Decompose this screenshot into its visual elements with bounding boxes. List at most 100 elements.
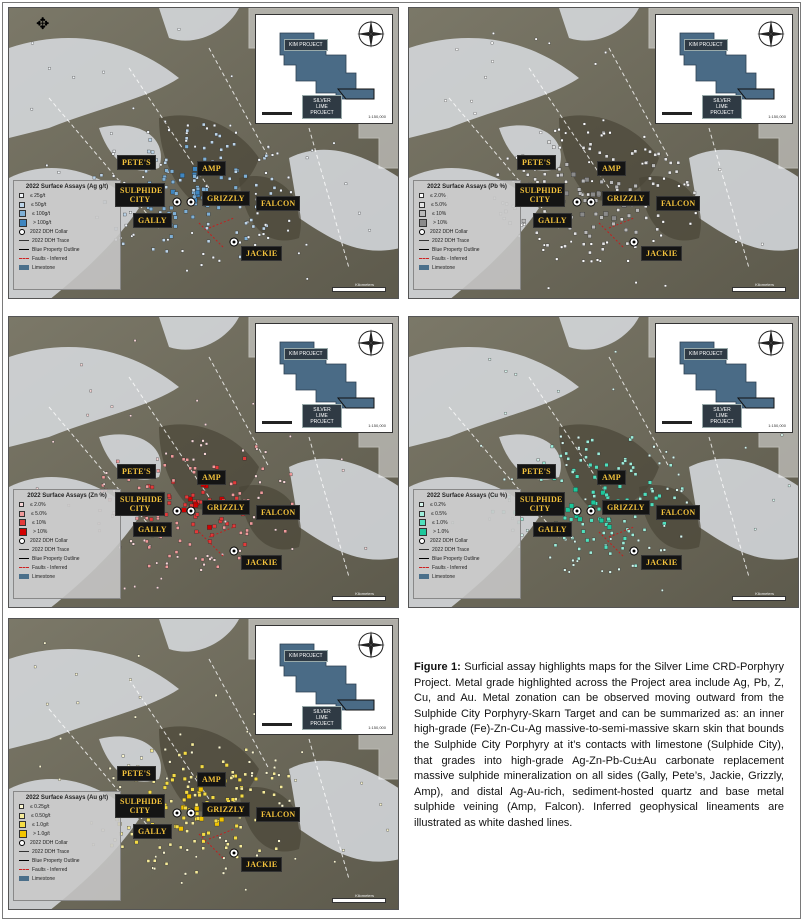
property-outline-line-icon bbox=[419, 558, 429, 559]
legend-class-row: > 10% bbox=[19, 527, 115, 536]
target-label-jackie: JACKIE bbox=[241, 555, 283, 570]
legend-trace-row: 2022 DDH Trace bbox=[19, 847, 115, 856]
legend-outline-row: Blue Property Outline bbox=[419, 245, 515, 254]
legend-collar-label: 2022 DDH Collar bbox=[430, 228, 468, 235]
silver-lime-project-label: SILVER LIME PROJECT bbox=[302, 706, 342, 730]
legend-class-row: ≤ 0.25g/t bbox=[19, 802, 115, 811]
limestone-swatch bbox=[419, 265, 429, 270]
legend-class-label: ≤ 5.0% bbox=[31, 510, 47, 517]
legend-limestone-label: Limestone bbox=[32, 264, 56, 271]
legend-class-label: ≤ 25g/t bbox=[30, 192, 46, 199]
legend-class-label: ≤ 0.50g/t bbox=[31, 812, 51, 819]
drill-trace-line-icon bbox=[19, 240, 29, 241]
legend-faults-label: Faults - Inferred bbox=[32, 564, 68, 571]
legend-class-label: ≤ 2.0% bbox=[30, 501, 46, 508]
fault-line-icon bbox=[419, 258, 429, 259]
legend-collar-label: 2022 DDH Collar bbox=[430, 537, 468, 544]
target-label-amp: AMP bbox=[597, 470, 626, 485]
legend-class-label: > 10% bbox=[33, 528, 48, 535]
legend-class-label: ≤ 10% bbox=[432, 210, 447, 217]
drill-trace-line-icon bbox=[19, 851, 29, 852]
legend-faults-label: Faults - Inferred bbox=[432, 564, 468, 571]
kim-project-label: KIM PROJECT bbox=[284, 348, 328, 360]
legend-class-row: > 1.0% bbox=[419, 527, 515, 536]
legend-class-row: ≤ 0.50g/t bbox=[19, 811, 115, 820]
map-scale-label: Kilometers bbox=[755, 282, 774, 287]
legend-class-row: ≤ 10% bbox=[19, 518, 115, 527]
legend-class-label: > 1.0% bbox=[433, 528, 449, 535]
caption-text: Surficial assay highlights maps for the … bbox=[414, 661, 785, 829]
legend-collar-row: 2022 DDH Collar bbox=[19, 227, 115, 236]
target-label-sulphide-city: SULPHIDE CITY bbox=[115, 183, 165, 207]
legend-outline-row: Blue Property Outline bbox=[419, 554, 515, 563]
legend-limestone-label: Limestone bbox=[432, 264, 456, 271]
fault-line-icon bbox=[19, 258, 29, 259]
target-label-jackie: JACKIE bbox=[241, 246, 283, 261]
legend-limestone-row: Limestone bbox=[19, 263, 115, 272]
legend-class-swatch bbox=[419, 510, 425, 517]
target-label-sulphide-city: SULPHIDE CITY bbox=[515, 183, 565, 207]
legend-title: 2022 Surface Assays (Pb %) bbox=[427, 184, 507, 190]
legend-class-swatch bbox=[19, 502, 24, 507]
legend-outline-label: Blue Property Outline bbox=[432, 555, 480, 562]
map-scale-bar bbox=[732, 287, 786, 292]
inset-scale-text: 1:150,000 bbox=[768, 114, 786, 119]
assay-legend: 2022 Surface Assays (Ag g/t)≤ 25g/t≤ 50g… bbox=[13, 180, 121, 290]
legend-outline-label: Blue Property Outline bbox=[32, 246, 80, 253]
legend-title: 2022 Surface Assays (Ag g/t) bbox=[25, 184, 109, 190]
legend-class-row: ≤ 2.0% bbox=[419, 191, 515, 200]
drill-trace-line-icon bbox=[419, 240, 429, 241]
legend-collar-row: 2022 DDH Collar bbox=[19, 838, 115, 847]
legend-limestone-row: Limestone bbox=[419, 263, 515, 272]
kim-project-label: KIM PROJECT bbox=[684, 348, 728, 360]
legend-class-swatch bbox=[19, 527, 27, 536]
legend-faults-row: Faults - Inferred bbox=[419, 563, 515, 572]
target-label-petes: PETE'S bbox=[117, 464, 156, 479]
target-label-jackie: JACKIE bbox=[641, 246, 683, 261]
legend-faults-label: Faults - Inferred bbox=[32, 866, 68, 873]
legend-class-label: ≤ 100g/t bbox=[32, 210, 51, 217]
legend-class-label: ≤ 2.0% bbox=[430, 192, 446, 199]
legend-trace-label: 2022 DDH Trace bbox=[32, 546, 70, 553]
target-label-gally: GALLY bbox=[133, 213, 172, 228]
target-label-amp: AMP bbox=[597, 161, 626, 176]
inset-scale-bar bbox=[262, 723, 292, 726]
legend-class-label: ≤ 5.0% bbox=[431, 201, 447, 208]
legend-class-label: > 100g/t bbox=[33, 219, 52, 226]
silver-lime-project-label: SILVER LIME PROJECT bbox=[302, 95, 342, 119]
legend-class-swatch bbox=[419, 201, 425, 208]
legend-class-row: ≤ 0.2% bbox=[419, 500, 515, 509]
legend-collar-row: 2022 DDH Collar bbox=[19, 536, 115, 545]
drill-collar-icon bbox=[419, 228, 425, 235]
legend-faults-row: Faults - Inferred bbox=[19, 563, 115, 572]
inset-scale-text: 1:150,000 bbox=[368, 423, 386, 428]
legend-class-swatch bbox=[419, 210, 426, 217]
limestone-swatch bbox=[19, 574, 29, 579]
target-label-amp: AMP bbox=[197, 161, 226, 176]
legend-class-swatch bbox=[19, 829, 27, 838]
map-scale-bar bbox=[732, 596, 786, 601]
legend-limestone-row: Limestone bbox=[19, 874, 115, 883]
target-label-jackie: JACKIE bbox=[241, 857, 283, 872]
target-label-grizzly: GRIZZLY bbox=[602, 500, 650, 515]
target-label-petes: PETE'S bbox=[517, 464, 556, 479]
legend-class-swatch bbox=[19, 812, 25, 819]
legend-trace-row: 2022 DDH Trace bbox=[419, 236, 515, 245]
legend-class-row: ≤ 100g/t bbox=[19, 209, 115, 218]
legend-limestone-label: Limestone bbox=[432, 573, 456, 580]
target-label-gally: GALLY bbox=[533, 522, 572, 537]
legend-class-label: ≤ 1.0% bbox=[432, 519, 448, 526]
kim-project-label: KIM PROJECT bbox=[284, 650, 328, 662]
legend-trace-label: 2022 DDH Trace bbox=[432, 237, 470, 244]
target-label-petes: PETE'S bbox=[117, 766, 156, 781]
legend-class-swatch bbox=[419, 519, 426, 526]
legend-class-swatch bbox=[19, 519, 26, 526]
map-scale-label: Kilometers bbox=[355, 282, 374, 287]
map-scale-label: Kilometers bbox=[355, 591, 374, 596]
north-arrow-compass-icon bbox=[757, 329, 785, 357]
